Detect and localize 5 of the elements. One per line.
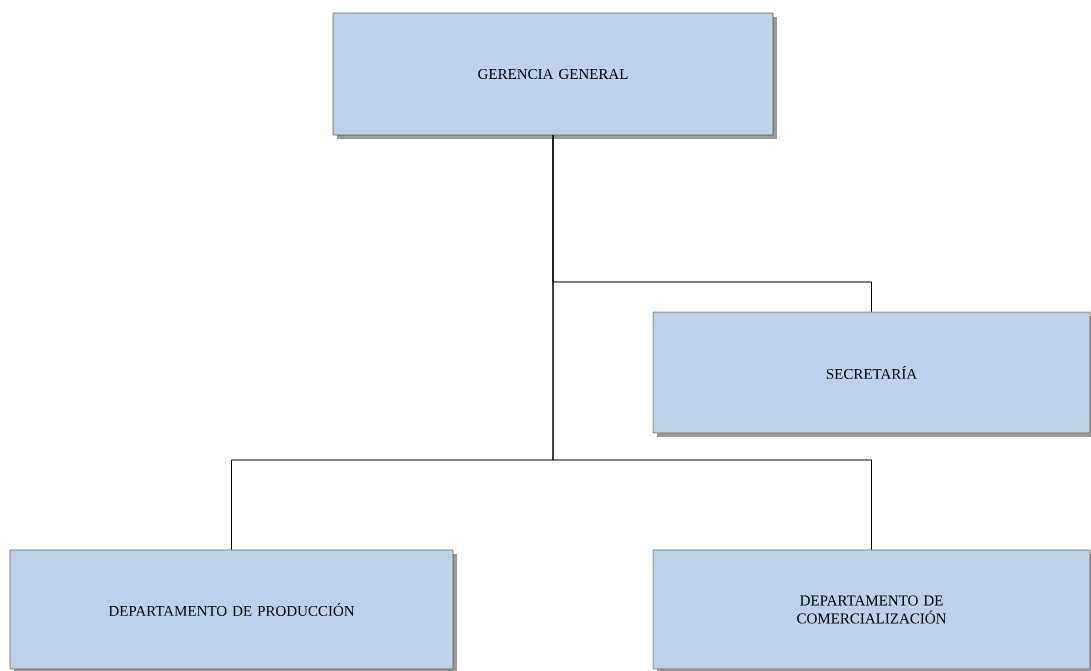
org-box: GERENCIA GENERAL (332, 12, 777, 139)
connector-line (552, 134, 872, 551)
org-box: DEPARTAMENTO DE PRODUCCIÓN (9, 549, 457, 671)
org-box: DEPARTAMENTO DE COMERCIALIZACIÓN (652, 549, 1091, 671)
org-box: SECRETARÍA (652, 311, 1091, 437)
